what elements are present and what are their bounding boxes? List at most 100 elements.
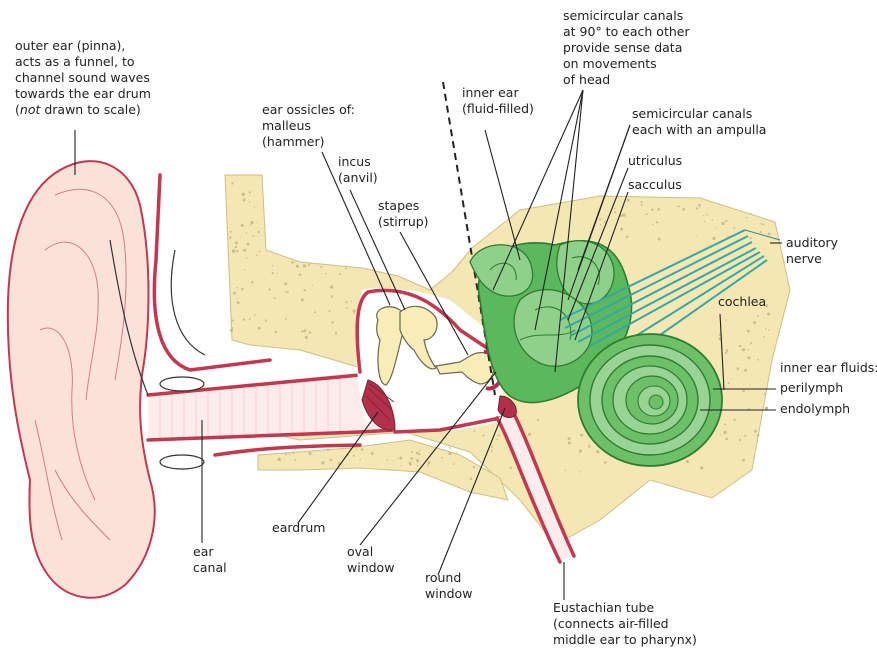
bone-speck <box>329 310 331 312</box>
bone-speck <box>537 419 539 421</box>
bone-speck <box>231 319 233 321</box>
bone-speck <box>696 207 698 209</box>
bone-speck <box>763 223 765 225</box>
bone-speck <box>277 273 278 274</box>
bone-speck <box>427 464 429 466</box>
bone-speck <box>757 315 759 317</box>
bone-speck <box>304 329 307 332</box>
bone-speck <box>351 301 352 302</box>
bone-speck <box>483 434 485 436</box>
bone-speck <box>720 434 721 435</box>
bone-speck <box>410 457 413 460</box>
bone-speck <box>401 465 402 466</box>
bone-speck <box>498 434 500 436</box>
bone-speck <box>686 460 689 463</box>
bone-speck <box>620 228 623 231</box>
bone-speck <box>706 214 708 216</box>
bone-speck <box>294 262 295 263</box>
bone-speck <box>696 236 697 237</box>
bone-speck <box>230 329 233 332</box>
bone-speck <box>289 454 291 456</box>
bone-speck <box>725 352 727 354</box>
bone-speck <box>249 191 251 193</box>
bone-speck <box>742 390 745 393</box>
label-incus: incus (anvil) <box>338 154 378 185</box>
bone-speck <box>265 319 267 321</box>
label-eardrum: eardrum <box>272 520 325 535</box>
bone-speck <box>496 439 497 440</box>
bone-speck <box>411 451 413 453</box>
bone-speck <box>418 453 420 455</box>
label-sacculus: sacculus <box>628 177 682 192</box>
bone-speck <box>252 235 254 237</box>
label-outer-ear: outer ear (pinna), acts as a funnel, to … <box>15 38 155 117</box>
label-endolymph: endolymph <box>780 401 850 416</box>
bone-speck <box>236 250 238 252</box>
bone-speck <box>626 236 629 239</box>
bone-speck <box>399 457 402 460</box>
bone-speck <box>754 430 757 433</box>
bone-speck <box>704 221 705 222</box>
bone-speck <box>492 449 493 450</box>
bone-speck <box>721 222 724 225</box>
bone-speck <box>249 201 251 203</box>
bone-speck <box>491 450 493 452</box>
bone-speck <box>237 301 240 304</box>
bone-speck <box>491 446 493 448</box>
bone-speck <box>470 477 473 480</box>
bone-speck <box>242 193 245 196</box>
bone-speck <box>236 298 237 299</box>
bone-speck <box>417 465 418 466</box>
label-inner-ear: inner ear (fluid-filled) <box>462 85 534 116</box>
bone-speck <box>627 199 630 202</box>
bone-speck <box>641 204 643 206</box>
bone-speck <box>767 313 770 316</box>
bone-speck <box>254 206 255 207</box>
bone-speck <box>448 452 451 455</box>
bone-speck <box>256 222 257 223</box>
bone-speck <box>723 431 726 434</box>
bone-speck <box>330 459 332 461</box>
bone-speck <box>258 327 261 330</box>
bone-speck <box>473 466 475 468</box>
bone-speck <box>305 336 308 339</box>
bone-speck <box>296 265 299 268</box>
bone-speck <box>682 208 685 211</box>
bone-speck <box>640 201 642 203</box>
bone-speck <box>387 459 389 461</box>
bone-speck <box>744 435 746 437</box>
bone-speck <box>760 231 762 233</box>
bone-speck <box>272 272 274 274</box>
bone-speck <box>579 449 582 452</box>
bone-speck <box>397 458 398 459</box>
bone-speck <box>744 369 747 372</box>
bone-speck <box>712 219 713 220</box>
bone-speck <box>588 445 590 447</box>
bone-speck <box>258 231 260 233</box>
bone-speck <box>232 249 235 252</box>
bone-speck <box>231 182 233 184</box>
bone-speck <box>658 238 661 241</box>
bone-speck <box>656 221 658 223</box>
bone-speck <box>474 430 476 432</box>
bone-speck <box>233 292 236 295</box>
bone-speck <box>441 457 443 459</box>
bone-speck <box>768 233 771 236</box>
bone-speck <box>725 438 728 441</box>
label-stapes: stapes (stirrup) <box>378 198 429 229</box>
bone-speck <box>309 331 312 334</box>
bone-speck <box>312 285 313 286</box>
bone-speck <box>241 288 244 291</box>
bone-speck <box>269 288 271 290</box>
bone-speck <box>246 232 248 234</box>
label-perilymph: perilymph <box>780 380 843 395</box>
bone-speck <box>739 345 742 348</box>
bone-speck <box>356 449 357 450</box>
bone-speck <box>247 243 250 246</box>
bone-speck <box>657 208 660 211</box>
bone-speck <box>510 467 512 469</box>
label-auditory-nerve: auditory nerve <box>786 235 842 266</box>
bone-speck <box>449 447 451 449</box>
bone-speck <box>314 311 316 313</box>
label-semicircular-ampulla: semicircular canals each with an ampulla <box>632 106 766 137</box>
